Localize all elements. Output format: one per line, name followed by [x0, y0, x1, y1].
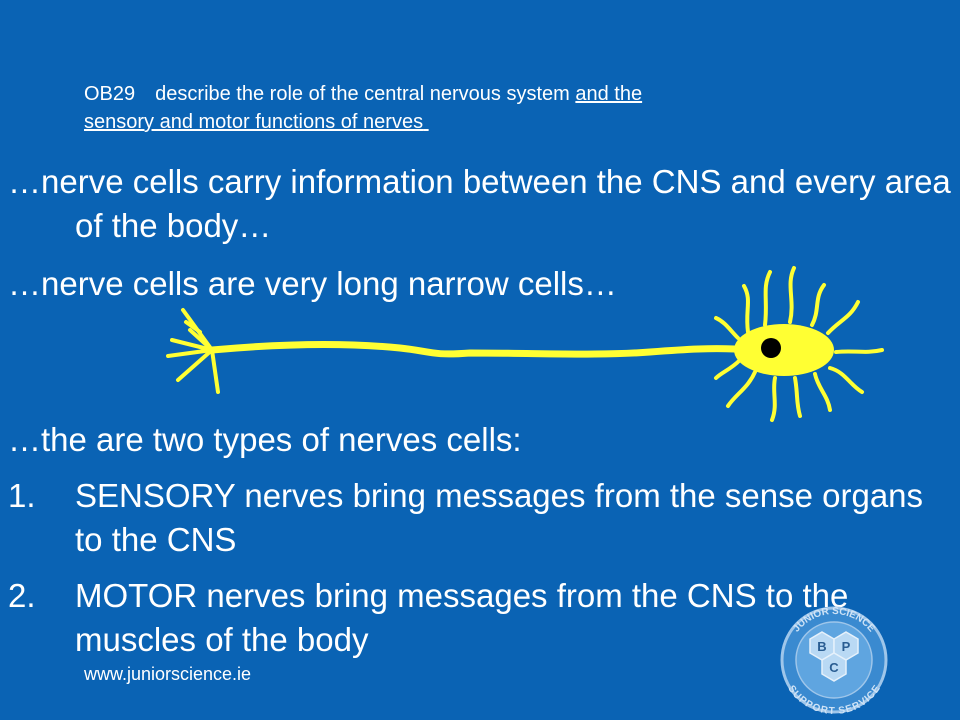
objective-statement: OB29 describe the role of the central ner…	[84, 80, 844, 136]
objective-underlined-2: sensory and motor functions of nerves	[84, 111, 424, 133]
logo: JUNIOR SCIENCE SUPPORT SERVICE B P C	[780, 606, 888, 716]
bullet-line-3: …the are two types of nerves cells:	[8, 421, 522, 458]
logo-letter-p: P	[842, 639, 851, 654]
logo-letter-c: C	[829, 660, 839, 675]
list-text: SENSORY nerves bring messages from the s…	[75, 477, 924, 558]
bullet-line-2: …nerve cells are very long narrow cells…	[8, 265, 617, 302]
logo-letter-b: B	[817, 639, 826, 654]
list-text: MOTOR nerves bring messages from the CNS…	[75, 577, 849, 658]
nerve-types-list: 1. SENSORY nerves bring messages from th…	[8, 474, 958, 662]
objective-text: describe the role of the central nervous…	[155, 83, 570, 105]
objective-code: OB29	[84, 83, 136, 105]
nucleus	[761, 338, 781, 358]
website-url: www.juniorscience.ie	[84, 664, 252, 684]
list-item: 1. SENSORY nerves bring messages from th…	[8, 474, 958, 562]
cell-body	[734, 324, 834, 376]
list-item: 2. MOTOR nerves bring messages from the …	[8, 574, 958, 662]
list-number: 1.	[8, 477, 36, 514]
list-number: 2.	[8, 577, 36, 614]
bullet-line-1: …nerve cells carry information between t…	[8, 163, 951, 244]
objective-underlined-1: and the	[575, 83, 643, 105]
